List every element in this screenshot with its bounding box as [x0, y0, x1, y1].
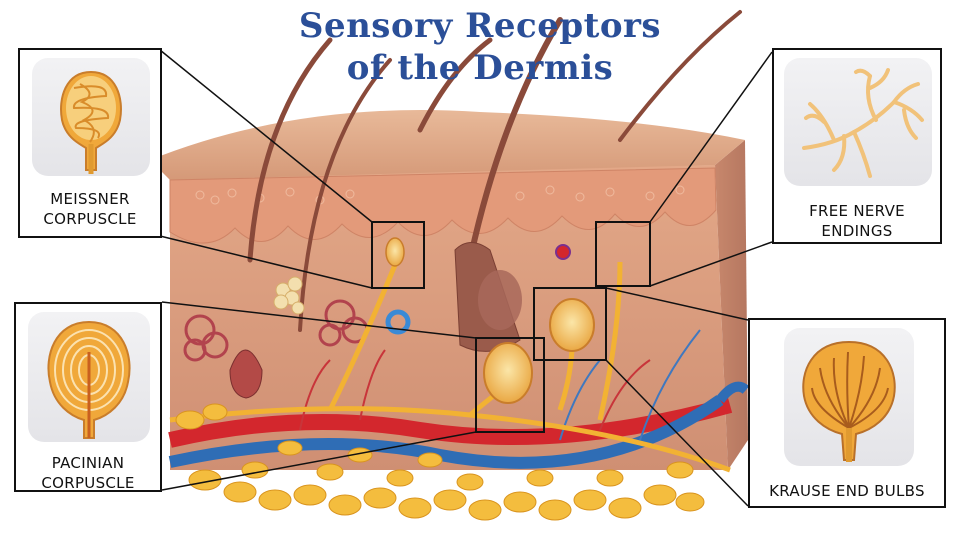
sweat-glands: [183, 299, 369, 362]
meissner-corpuscle-icon: [32, 58, 150, 176]
connector-lines: [159, 49, 773, 507]
pacinian-in-tissue: [483, 342, 533, 404]
small-follicle: [229, 349, 263, 399]
krause-end-bulbs-callout: KRAUSE END BULBS: [748, 318, 946, 508]
glomerulus: [273, 276, 305, 315]
krause-label: KRAUSE END BULBS: [769, 482, 925, 500]
hairs: [247, 10, 742, 332]
pacinian-corpuscle-icon: [28, 312, 150, 442]
krause-highlight-box: [533, 287, 607, 361]
diagram-title-line-2: of the Dermis: [346, 48, 614, 88]
pacinian-label-line-2: CORPUSCLE: [41, 474, 135, 492]
meissner-highlight-box: [371, 221, 425, 289]
epidermis-cells: [195, 185, 685, 205]
meissner-label-line-2: CORPUSCLE: [43, 210, 137, 228]
meissner-label-line-1: MEISSNER: [50, 190, 130, 208]
blue-ring: [385, 309, 411, 335]
free-nerve-endings-icon: [784, 58, 932, 186]
meissner-in-tissue: [385, 237, 405, 267]
krause-end-bulbs-icon: [784, 328, 914, 466]
free-nerve-endings-callout: FREE NERVE ENDINGS: [772, 48, 942, 244]
diagram-title-line-1: Sensory Receptors: [298, 6, 662, 46]
krause-in-tissue: [549, 298, 595, 352]
free-nerve-label-line-1: FREE NERVE: [809, 202, 905, 220]
artery: [168, 397, 733, 448]
free-nerve-highlight-box: [595, 221, 651, 287]
pacinian-highlight-box: [475, 337, 545, 433]
capillaries-blue: [559, 329, 701, 441]
vein: [168, 395, 724, 469]
free-nerve-label-line-2: ENDINGS: [821, 222, 893, 240]
sebaceous-gland: [478, 270, 522, 330]
red-receptor: [555, 244, 571, 260]
pacinian-callout: PACINIAN CORPUSCLE: [14, 302, 162, 492]
meissner-callout: MEISSNER CORPUSCLE: [18, 48, 162, 238]
vein-side: [716, 381, 750, 404]
pacinian-label-line-1: PACINIAN: [51, 454, 125, 472]
epidermis-band: [169, 167, 717, 244]
